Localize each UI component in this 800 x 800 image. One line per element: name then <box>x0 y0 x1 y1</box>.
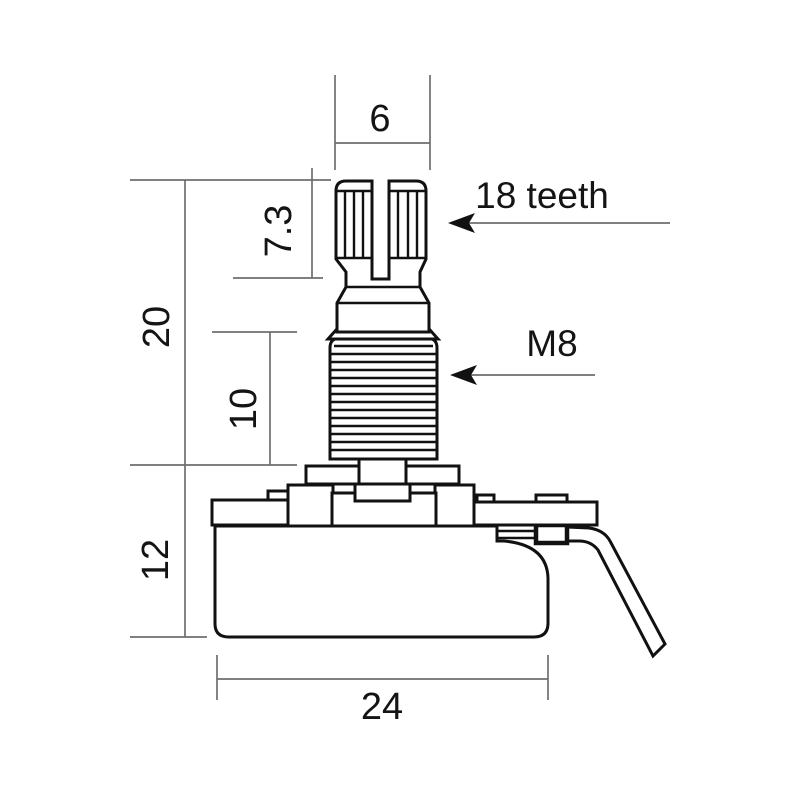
pot-body-can <box>213 524 550 639</box>
center-post-upper <box>357 456 408 486</box>
terminal-block <box>533 522 570 546</box>
left-riser-block <box>286 483 335 528</box>
terminal-wire <box>565 525 667 659</box>
center-post-lower <box>353 482 412 503</box>
teeth-label: 18 teeth <box>475 175 609 216</box>
dim-10-text: 10 <box>223 388 265 430</box>
m8-arrowhead-icon <box>450 365 477 385</box>
dimension-lines <box>130 75 670 700</box>
left-tab-step <box>266 489 290 502</box>
dim-20-text: 20 <box>136 306 178 348</box>
dim-6-text: 6 <box>369 98 390 140</box>
right-riser-block <box>433 483 476 528</box>
bushing-thread-lines <box>331 344 436 452</box>
right-tab-step-outer <box>534 493 569 504</box>
dim-12-text: 12 <box>135 539 177 581</box>
left-mount-tab <box>210 498 290 527</box>
knurl-detail-lines <box>336 189 429 305</box>
knurled-shaft <box>334 179 431 334</box>
dim-24-text: 24 <box>361 686 403 728</box>
dim-7-3-text: 7.3 <box>258 205 300 258</box>
teeth-arrowhead-icon <box>448 213 475 233</box>
m8-label: M8 <box>526 323 577 364</box>
right-tab-step-inner <box>475 493 496 504</box>
right-mount-tab <box>472 500 599 527</box>
